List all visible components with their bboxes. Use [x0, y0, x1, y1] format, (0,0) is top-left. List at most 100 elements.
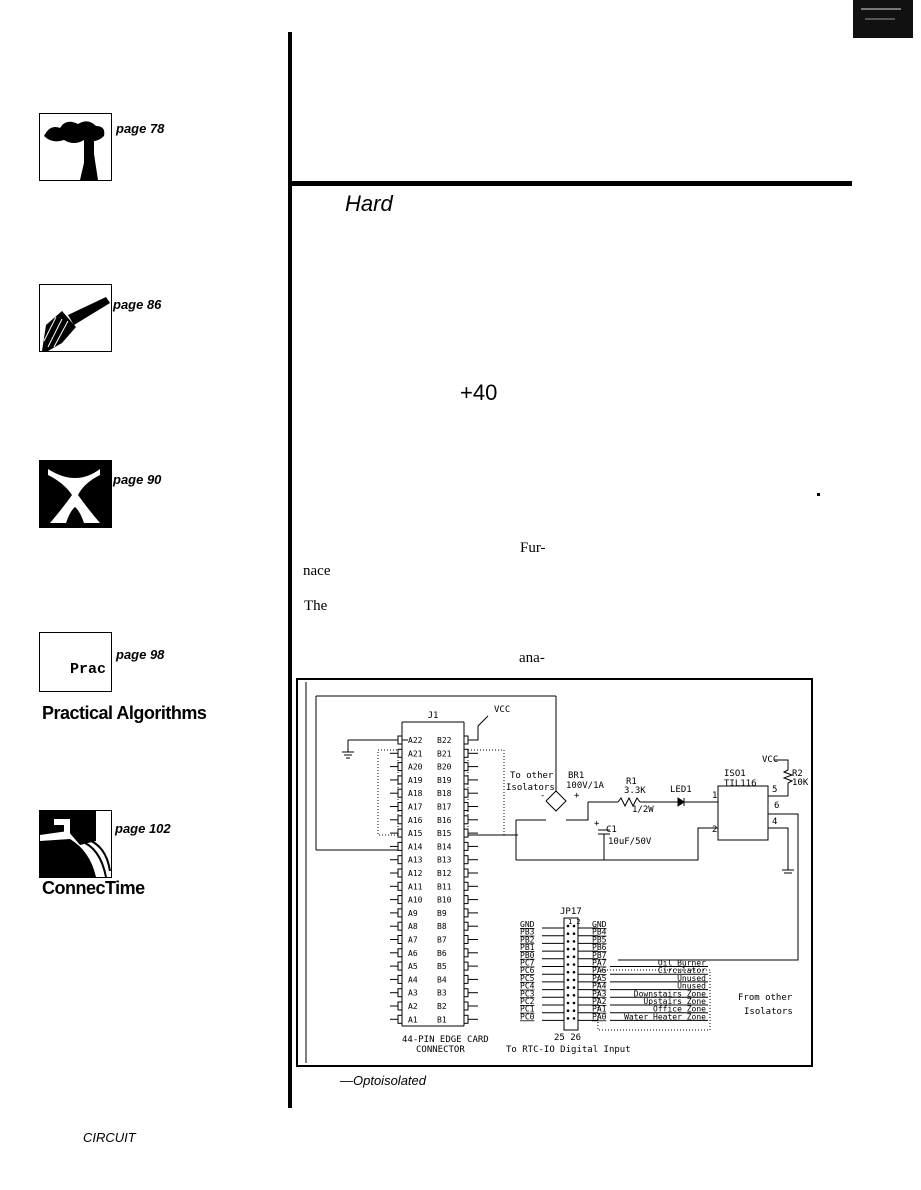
j1-pin-label-right: B16	[437, 816, 452, 825]
j1-label: J1	[428, 711, 439, 721]
j1-pin-label-left: A15	[408, 829, 423, 838]
j1-pin-label-right: B2	[437, 1002, 447, 1011]
j1-pin-label-right: B11	[437, 882, 452, 891]
jp-pin-left	[566, 947, 570, 951]
j1-pin-pad-left	[397, 974, 403, 984]
bridge-name: BR1	[568, 771, 584, 781]
r1-value: 3.3K	[624, 786, 646, 796]
jp-left-label: PB2	[520, 935, 535, 944]
schematic-diagram: J1 VCC VCC To other Isolators BR1 100V/1…	[305, 682, 809, 1063]
zone-label: Unused	[677, 974, 706, 983]
j1-pin-label-right: B12	[437, 869, 452, 878]
connectime-thumbnail[interactable]	[39, 810, 112, 878]
zone-label: Upstairs Zone	[643, 997, 706, 1006]
jp-right-label: PB7	[592, 951, 607, 960]
pin-2: 2	[712, 825, 717, 835]
page-ref-86[interactable]: page 86	[113, 297, 162, 312]
thumb-text: Prac	[70, 661, 107, 678]
jp-pin-right	[572, 955, 576, 959]
jp-pin-left	[566, 970, 570, 974]
j1-pin-pad-right	[463, 855, 469, 865]
j1-pin-label-right: B15	[437, 829, 452, 838]
j1-pin-label-left: A10	[408, 896, 423, 905]
j1-pin-label-right: B18	[437, 789, 452, 798]
jp-pin-left	[566, 924, 570, 928]
j1-pin-pad-left	[397, 855, 403, 865]
zone-label: Unused	[677, 982, 706, 991]
jp-pin-right	[572, 947, 576, 951]
cap-plus: +	[594, 819, 600, 829]
j1-pin-label-left: A22	[408, 736, 423, 745]
connectime-label[interactable]: ConnecTime	[42, 878, 145, 898]
algorithms-thumbnail[interactable]: Prac	[39, 632, 112, 692]
j1-pin-pad-left	[397, 788, 403, 798]
jp-left-label: PB3	[520, 928, 535, 937]
zone-label: Water Heater Zone	[624, 1012, 706, 1021]
j1-pin-pad-left	[397, 921, 403, 931]
jp-pin-right	[572, 994, 576, 997]
j1-pin-label-left: A13	[408, 856, 423, 865]
j1-pin-pad-left	[397, 841, 403, 851]
j1-pin-label-left: A7	[408, 936, 418, 945]
c1-name: C1	[606, 825, 617, 835]
j1-pin-pad-right	[463, 762, 469, 772]
factory-thumbnail[interactable]	[39, 113, 112, 181]
page-ref-98[interactable]: page 98	[116, 647, 165, 662]
j1-pin-label-right: B6	[437, 949, 447, 958]
jp-pin-right	[572, 932, 576, 935]
j1-pin-pad-right	[463, 921, 469, 931]
practical-algorithms-label[interactable]: Practical Algorithms	[42, 703, 207, 723]
jp-left-label: PC5	[520, 974, 535, 983]
footer-magazine: CIRCUIT	[83, 1130, 136, 1145]
c1-value: 10uF/50V	[608, 837, 652, 847]
j1-pin-pad-left	[397, 775, 403, 785]
jp-pin-right	[572, 970, 576, 974]
pin-5: 5	[772, 785, 777, 795]
jp-left-label: PC0	[520, 1012, 535, 1021]
jp-right-label: PA5	[592, 974, 607, 983]
edge-connector-label: 44-PIN EDGE CARD	[402, 1035, 489, 1045]
j1-pin-label-right: B13	[437, 856, 452, 865]
j1-pin-pad-right	[463, 948, 469, 958]
jp-right-label: PA4	[592, 982, 607, 991]
jp-left-label: GND	[520, 920, 535, 929]
word-nace: nace	[303, 563, 331, 579]
j1-pin-label-left: A21	[408, 749, 423, 758]
hourglass-thumbnail[interactable]	[39, 460, 112, 528]
brush-thumbnail[interactable]	[39, 284, 112, 352]
j1-pin-pad-left	[397, 935, 403, 944]
j1-pin-label-left: A14	[408, 842, 423, 851]
stray-dot	[817, 493, 820, 496]
j1-pin-pad-right	[463, 841, 469, 851]
from-isolators-label: Isolators	[744, 1007, 793, 1017]
jp-right-label: PB6	[592, 943, 607, 952]
zone-label: Circulator	[658, 966, 706, 975]
j1-pin-pad-right	[463, 961, 469, 971]
j1-pin-pad-left	[397, 748, 403, 758]
j1-pin-pad-left	[397, 908, 403, 918]
jp-pin-right	[572, 924, 576, 928]
j1-pin-label-right: B3	[437, 989, 447, 998]
r2-value: 10K	[792, 778, 809, 788]
page-ref-78[interactable]: page 78	[116, 121, 165, 136]
jp-bottom-pins: 25 26	[554, 1033, 581, 1043]
page-ref-102[interactable]: page 102	[115, 821, 171, 836]
iso-part: TIL116	[724, 779, 757, 789]
j1-pin-label-right: B14	[437, 842, 452, 851]
jp-right-label: PB4	[592, 928, 607, 937]
section-rule	[290, 181, 852, 186]
j1-pin-label-right: B5	[437, 962, 447, 971]
jp-pin-right	[572, 1009, 576, 1012]
schematic-figure: J1 VCC VCC To other Isolators BR1 100V/1…	[296, 678, 813, 1067]
jp-pin-left	[566, 932, 570, 935]
jp-left-label: PC4	[520, 982, 535, 991]
page-ref-90[interactable]: page 90	[113, 472, 162, 487]
j1-pin-pad-right	[463, 815, 469, 825]
jp-left-label: PC7	[520, 959, 535, 968]
jp-pin-left	[566, 994, 570, 997]
jp-pin-left	[566, 978, 570, 982]
vcc-label-2: VCC	[762, 755, 778, 765]
j1-pin-label-left: A12	[408, 869, 423, 878]
jp-left-label: PC2	[520, 997, 535, 1006]
jp-pin-left	[566, 1017, 570, 1020]
